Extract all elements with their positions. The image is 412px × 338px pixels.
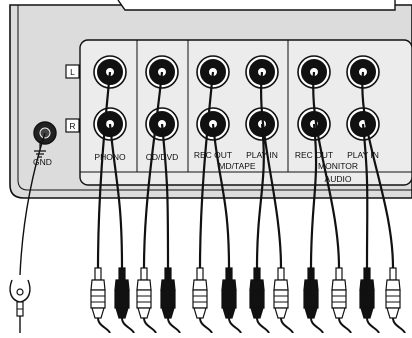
monitor-rec-out-label: REC OUT xyxy=(295,150,333,160)
md-tape-rec-out-left-plug-tail xyxy=(199,317,213,334)
md-tape-play-in-right-plug-tail xyxy=(256,317,270,334)
md-tape-rec-out-left-plug[interactable] xyxy=(192,267,208,319)
cd-dvd-left-cable xyxy=(142,71,164,269)
monitor-rec-out-right-cable xyxy=(309,123,318,269)
phono-right-plug-tail xyxy=(121,317,135,334)
monitor-play-in-left-cable xyxy=(361,71,395,269)
cd-dvd-right-cable xyxy=(160,123,170,269)
panel-inner-edge xyxy=(17,5,412,191)
right-channel-mark: R xyxy=(69,121,75,131)
monitor-play-in-left-plug[interactable] xyxy=(385,267,401,319)
panel-top-notch xyxy=(117,0,396,11)
monitor-rec-out-right-plug-tail xyxy=(310,317,324,334)
audio-group-label: AUDIO xyxy=(325,174,352,184)
md-tape-rec-out-label: REC OUT xyxy=(194,150,232,160)
cd-dvd-label: CD/DVD xyxy=(146,152,179,162)
cd-dvd-left-plug-tail xyxy=(143,317,157,334)
md-tape-rec-out-right-cable xyxy=(211,123,231,269)
monitor-play-in-right-plug[interactable] xyxy=(359,267,375,319)
md-tape-play-in-left-plug-tail xyxy=(280,317,294,334)
monitor-rec-out-left-cable xyxy=(312,71,341,269)
md-tape-play-in-left-plug[interactable] xyxy=(273,267,289,319)
monitor-group-label: MONITOR xyxy=(318,161,358,171)
md-tape-rec-out-right-plug-tail xyxy=(228,317,242,334)
cd-dvd-right-plug-tail xyxy=(167,317,181,334)
cable-bundle xyxy=(90,71,406,334)
cd-dvd-right-plug[interactable] xyxy=(160,267,176,319)
phono-right-cable xyxy=(108,123,124,269)
md-tape-group-label: MD/TAPE xyxy=(218,161,255,171)
monitor-rec-out-left-plug[interactable] xyxy=(331,267,347,319)
phono-label: PHONO xyxy=(94,152,126,162)
md-tape-play-in-left-cable xyxy=(260,71,283,269)
md-tape-rec-out-left-cable xyxy=(198,71,215,269)
md-tape-play-in-right-cable xyxy=(255,123,265,269)
ground-spade-lug-icon[interactable] xyxy=(9,279,31,333)
gnd-label: GND xyxy=(33,157,52,167)
phono-right-plug[interactable] xyxy=(114,267,130,319)
md-tape-play-in-label: PLAY IN xyxy=(246,150,278,160)
monitor-rec-out-right-plug[interactable] xyxy=(303,267,319,319)
phono-left-cable xyxy=(96,71,112,269)
left-channel-mark-box xyxy=(65,64,80,79)
md-tape-play-in-right-plug[interactable] xyxy=(249,267,265,319)
left-channel-mark: L xyxy=(70,67,75,77)
cd-dvd-left-plug[interactable] xyxy=(136,267,152,319)
phono-left-plug-tail xyxy=(97,317,111,334)
phono-left-plug[interactable] xyxy=(90,267,106,319)
monitor-rec-out-left-plug-tail xyxy=(338,317,352,334)
md-tape-rec-out-right-plug[interactable] xyxy=(221,267,237,319)
ground-wire xyxy=(19,132,46,276)
right-channel-mark-box xyxy=(65,118,80,133)
monitor-play-in-label: PLAY IN xyxy=(347,150,379,160)
monitor-play-in-right-plug-tail xyxy=(366,317,380,334)
monitor-play-in-left-plug-tail xyxy=(392,317,406,334)
monitor-play-in-right-cable xyxy=(361,123,369,269)
